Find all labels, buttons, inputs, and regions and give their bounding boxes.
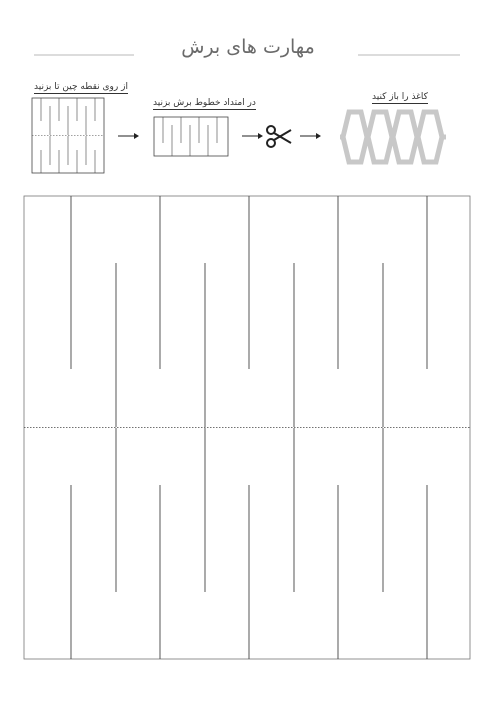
step-2-label: در امتداد خطوط برش بزنید bbox=[153, 98, 256, 110]
step-3-opened-paper-illustration bbox=[340, 109, 446, 165]
step-1-label: از روی نقطه چین تا بزنید bbox=[34, 82, 128, 94]
arrow-right-icon bbox=[242, 133, 263, 139]
arrow-right-icon bbox=[300, 133, 321, 139]
title-divider-right bbox=[358, 54, 460, 56]
title-divider-left bbox=[34, 54, 134, 56]
page-title: مهارت های برش bbox=[181, 36, 315, 58]
step-2-folded-sheet-illustration bbox=[153, 116, 229, 157]
cut-lines bbox=[70, 196, 428, 659]
scissors-icon bbox=[266, 125, 292, 148]
step-1-sheet-illustration bbox=[31, 97, 105, 174]
page-header: مهارت های برش bbox=[0, 36, 496, 66]
step-3-label: کاغذ را باز کنید bbox=[372, 92, 428, 104]
instruction-steps bbox=[31, 97, 446, 174]
arrow-right-icon bbox=[118, 133, 139, 139]
